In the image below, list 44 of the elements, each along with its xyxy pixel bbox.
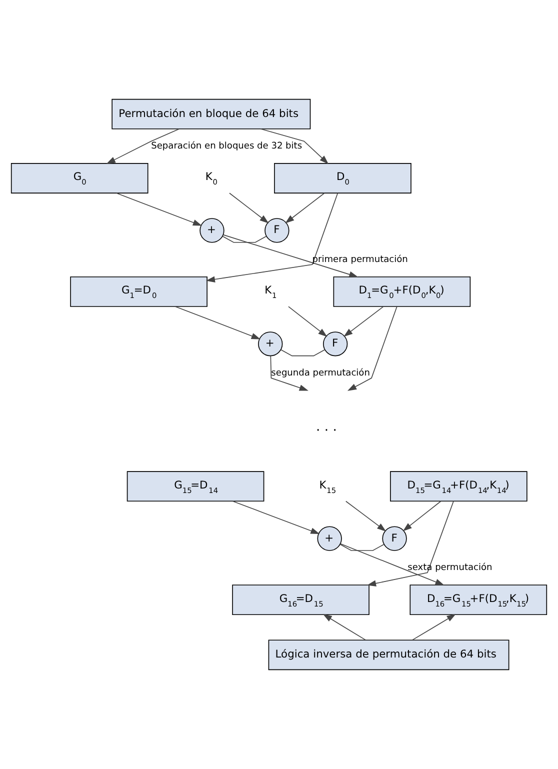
- node-box: Permutación en bloque de 64 bits: [112, 98, 311, 130]
- node-text: K$_{15}$: [319, 478, 336, 495]
- node-circle: +: [258, 332, 283, 356]
- arrow: [116, 192, 202, 226]
- connector: [222, 236, 267, 243]
- arrow: [345, 500, 386, 532]
- node-box: D$_{15}$=G$_{14}$+F(D$_{14}$,K$_{14}$): [390, 471, 528, 502]
- arrow: [232, 500, 320, 534]
- node-circle: F: [264, 218, 290, 243]
- label: · · ·: [316, 423, 337, 438]
- node-circle: F: [382, 526, 407, 551]
- arrow: [229, 192, 269, 224]
- edge-label: Separación en bloques de 32 bits: [151, 141, 302, 152]
- edge-label: segunda permutación: [271, 368, 370, 378]
- arrow: [285, 192, 325, 224]
- arrow: [222, 234, 358, 278]
- arrow: [340, 543, 444, 586]
- node-box: G$_{16}$=D$_{15}$: [232, 584, 370, 616]
- arrow: [260, 128, 329, 164]
- arrow: [270, 356, 308, 391]
- node-circle: F: [322, 332, 348, 356]
- node-box: G$_{1}$=D$_{0}$: [70, 276, 208, 307]
- connector: [280, 349, 326, 356]
- arrow: [402, 500, 442, 532]
- node-box: D$_{1}$=G$_{0}$+F(D$_{0}$,K$_{0}$): [333, 276, 471, 307]
- node-box: G$_{0}$: [10, 163, 148, 194]
- node-text: K$_{1}$: [264, 284, 277, 300]
- arrow: [106, 128, 180, 164]
- node-box: G$_{15}$=D$_{14}$: [126, 471, 264, 502]
- arrow: [175, 306, 260, 340]
- node-box: D$_{16}$=G$_{15}$+F(D$_{15}$,K$_{15}$): [410, 584, 548, 616]
- arrow: [288, 306, 328, 337]
- arrow: [344, 306, 384, 337]
- arrow: [412, 614, 456, 640]
- node-box: D$_{0}$: [274, 163, 412, 194]
- arrow: [347, 306, 398, 391]
- arrow: [322, 614, 366, 640]
- arrow: [366, 500, 454, 586]
- node-box: Lógica inversa de permutación de 64 bits: [268, 640, 510, 670]
- node-circle: +: [317, 526, 342, 551]
- connector: [340, 544, 384, 551]
- node-circle: +: [200, 218, 224, 243]
- node-text: K$_{0}$: [205, 170, 218, 187]
- arrow: [206, 192, 338, 282]
